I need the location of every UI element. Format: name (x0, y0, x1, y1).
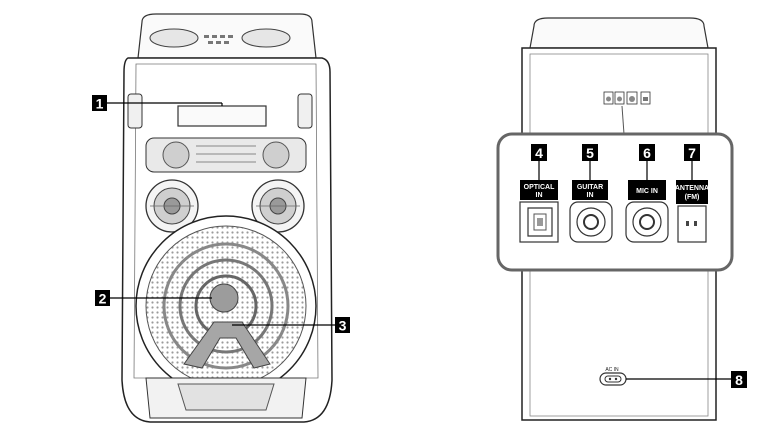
lighting-bar-pattern (196, 145, 256, 163)
top-left-knob (149, 28, 199, 48)
mic-in-port: MIC IN (625, 180, 669, 243)
right-tweeter (251, 179, 305, 233)
guitar-label-line2: IN (587, 192, 594, 199)
callout-6-label: 6 (643, 145, 651, 161)
callout-1: 1 (92, 95, 223, 112)
callout-7: 7 (684, 144, 700, 180)
left-side-grip (127, 93, 143, 129)
optical-label-line1: OPTICAL (524, 184, 555, 191)
callout-2: 2 (95, 290, 212, 307)
zoom-leader (621, 105, 625, 135)
callout-3: 3 (232, 317, 350, 334)
ac-in-socket: AC IN (599, 367, 627, 386)
antenna-label-line2: (FM) (685, 194, 700, 201)
callout-5-label: 5 (586, 145, 594, 161)
mic-label-line1: MIC IN (636, 188, 658, 195)
right-side-grip (297, 93, 313, 129)
callout-7-label: 7 (688, 145, 696, 161)
guitar-label-line1: GUITAR (577, 184, 603, 191)
front-view (121, 13, 333, 423)
rear-top-cap (529, 17, 709, 49)
lighting-bar-right-ring (262, 141, 290, 169)
callout-5: 5 (582, 144, 598, 180)
callout-4-label: 4 (535, 145, 543, 161)
lighting-bar-left-ring (162, 141, 190, 169)
ac-in-label: AC IN (605, 367, 619, 373)
guitar-in-port: GUITAR IN (569, 180, 613, 243)
optical-in-port: OPTICAL IN (519, 180, 559, 243)
optical-label-line2: IN (536, 192, 543, 199)
front-body-inner (133, 63, 319, 379)
antenna-fm-port: ANTENNA (FM) (675, 180, 709, 243)
callout-2-label: 2 (99, 291, 107, 307)
front-base-detail (177, 383, 275, 411)
center-cap-light (209, 283, 239, 313)
lighting-arch (183, 321, 271, 369)
callout-6: 6 (639, 144, 655, 180)
callout-8-label: 8 (735, 372, 743, 388)
rear-port-strip (603, 91, 651, 105)
display-window (177, 105, 267, 127)
callout-1-label: 1 (96, 96, 104, 112)
antenna-label-line1: ANTENNA (675, 185, 709, 192)
rear-view: OPTICAL IN GUITAR IN MIC IN ANTENN (496, 17, 734, 421)
top-buttons (204, 35, 233, 44)
left-tweeter (145, 179, 199, 233)
top-right-knob (241, 28, 291, 48)
callout-3-label: 3 (339, 318, 347, 334)
callout-4: 4 (531, 144, 547, 180)
callout-8: 8 (626, 371, 747, 388)
